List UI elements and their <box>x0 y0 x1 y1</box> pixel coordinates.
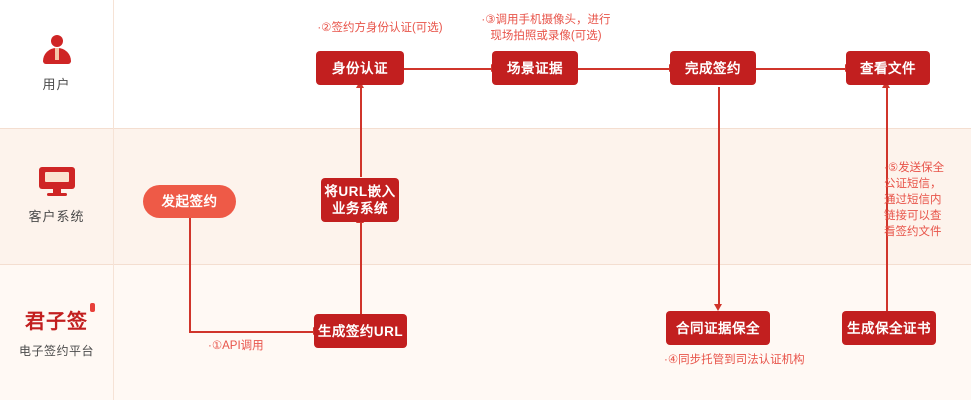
note-step-4: ·④同步托管到司法认证机构 <box>664 354 805 366</box>
monitor-icon <box>38 167 75 197</box>
node-generate-cert[interactable]: 生成保全证书 <box>842 311 936 345</box>
arrow-finish-to-preserve <box>718 87 720 305</box>
lane-label-user: 用户 <box>0 0 113 128</box>
brand-text: 君子签 <box>25 309 88 333</box>
lane-label-client: 客户系统 <box>0 128 113 264</box>
node-generate-url[interactable]: 生成签约URL <box>314 314 407 348</box>
node-finish-sign[interactable]: 完成签约 <box>670 51 756 85</box>
junziqian-logo: 君子签 <box>25 303 95 334</box>
node-start-sign[interactable]: 发起签约 <box>143 185 236 218</box>
lane-label-platform-text: 电子签约平台 <box>18 344 94 358</box>
lane-user-background <box>0 0 971 128</box>
user-icon <box>42 35 72 65</box>
note-step-3: ·③调用手机摄像头，进行 现场拍照或录像(可选) <box>481 14 611 42</box>
arrow-head-to-preserve <box>714 304 722 311</box>
arrow-start-to-url-horizontal <box>189 331 314 333</box>
node-embed-url[interactable]: 将URL嵌入 业务系统 <box>321 178 399 222</box>
lane-platform-background <box>0 264 971 400</box>
note-step-1: ·①API调用 <box>208 340 264 352</box>
lane-divider-1 <box>0 128 971 129</box>
note-step-5: ·⑤发送保全 公证短信， 通过短信内 链接可以查 看签约文件 <box>884 162 945 238</box>
arrow-start-to-url-vertical <box>189 218 191 332</box>
lane-label-client-text: 客户系统 <box>28 209 85 224</box>
arrow-url-to-embed <box>360 222 362 314</box>
note-step-2: ·②签约方身份认证(可选) <box>317 22 443 34</box>
brand-accent-dot <box>90 303 95 312</box>
node-contract-preserve[interactable]: 合同证据保全 <box>666 311 770 345</box>
arrow-cert-to-view <box>886 87 888 312</box>
arrow-embed-to-identity <box>360 87 362 177</box>
lane-label-platform: 君子签 电子签约平台 <box>0 264 113 400</box>
arrow-scene-to-finish <box>578 68 670 70</box>
lane-label-separator <box>113 0 114 400</box>
node-scene-evidence[interactable]: 场景证据 <box>492 51 578 85</box>
node-identity-auth[interactable]: 身份认证 <box>316 51 404 85</box>
lane-label-user-text: 用户 <box>42 77 71 92</box>
arrow-finish-to-view <box>756 68 846 70</box>
lane-divider-2 <box>0 264 971 265</box>
node-view-file[interactable]: 查看文件 <box>846 51 930 85</box>
arrow-identity-to-scene <box>404 68 492 70</box>
